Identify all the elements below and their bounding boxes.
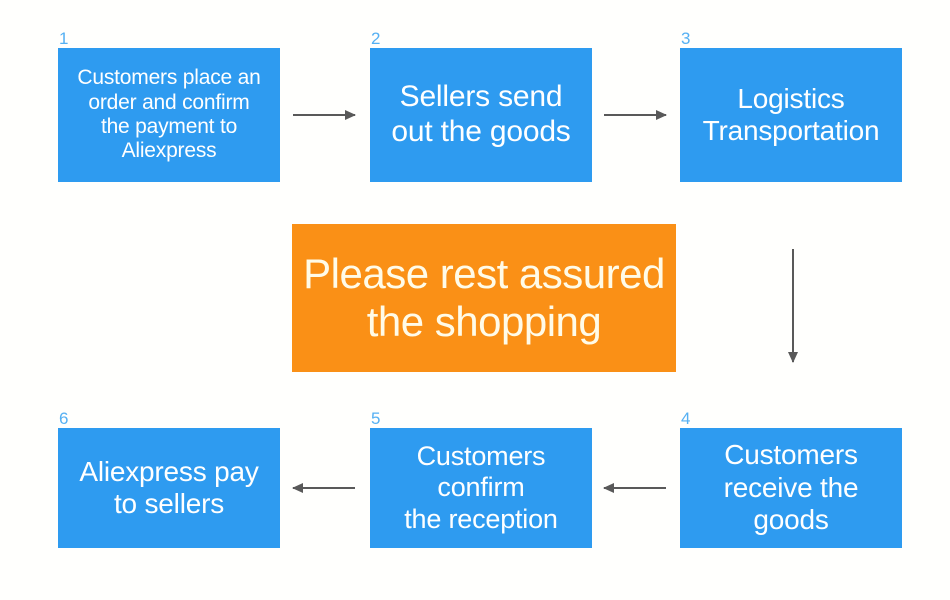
arrow-step5-to-step6: [292, 482, 355, 494]
arrow-head: [656, 110, 667, 120]
arrow-shaft: [604, 487, 666, 489]
arrow-head: [292, 483, 303, 493]
step-box-5-customers-confirm-reception[interactable]: Customers confirm the reception: [370, 428, 592, 548]
step-box-6-aliexpress-pay-sellers[interactable]: Aliexpress pay to sellers: [58, 428, 280, 548]
step-box-3-logistics-transportation[interactable]: Logistics Transportation: [680, 48, 902, 182]
arrow-step2-to-step3: [604, 109, 667, 121]
arrow-shaft: [792, 249, 794, 362]
arrow-head: [788, 352, 798, 363]
step-number-3: 3: [681, 29, 691, 48]
step-number-4: 4: [681, 409, 691, 428]
step-box-4-customers-receive-goods[interactable]: Customers receive the goods: [680, 428, 902, 548]
arrow-head: [345, 110, 356, 120]
reassurance-banner: Please rest assured the shopping: [292, 224, 676, 372]
arrow-step3-to-step4: [787, 249, 799, 363]
step-box-1-customers-place-order[interactable]: Customers place an order and confirm the…: [58, 48, 280, 182]
arrow-shaft: [293, 114, 355, 116]
step-number-6: 6: [59, 409, 69, 428]
step-number-5: 5: [371, 409, 381, 428]
arrow-shaft: [604, 114, 666, 116]
arrow-head: [603, 483, 614, 493]
arrow-step1-to-step2: [293, 109, 356, 121]
step-box-2-sellers-send-goods[interactable]: Sellers send out the goods: [370, 48, 592, 182]
step-number-2: 2: [371, 29, 381, 48]
arrow-step4-to-step5: [603, 482, 666, 494]
arrow-shaft: [293, 487, 355, 489]
step-number-1: 1: [59, 29, 69, 48]
